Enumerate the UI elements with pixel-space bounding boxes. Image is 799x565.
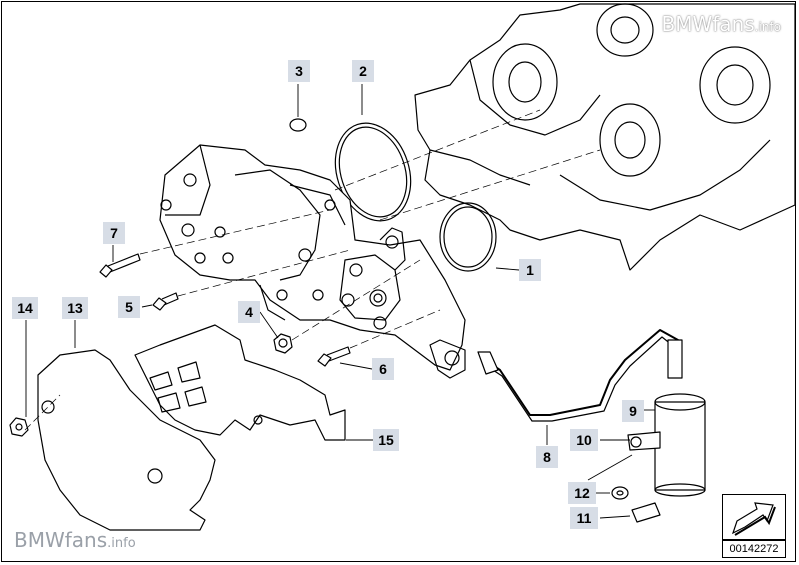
watermark-bottom-brand: BMWfans	[14, 528, 108, 552]
callout-1[interactable]: 1	[519, 259, 541, 281]
oil-pump-drawing	[159, 144, 466, 379]
watermark-bottom-suffix: .info	[107, 536, 136, 551]
nut-14	[9, 417, 29, 437]
next-arrow-button[interactable]	[722, 494, 786, 540]
callout-11[interactable]: 11	[570, 507, 598, 529]
bolt-5	[152, 292, 179, 311]
watermark-top-brand: BMWfans	[661, 12, 755, 36]
bolt-11	[631, 502, 661, 523]
o-ring-1	[439, 202, 497, 272]
o-ring-2	[334, 122, 412, 222]
callout-9[interactable]: 9	[622, 400, 644, 422]
callout-13[interactable]: 13	[62, 297, 88, 319]
callout-14[interactable]: 14	[12, 297, 38, 319]
callout-12[interactable]: 12	[568, 482, 596, 504]
next-arrow-icon	[731, 502, 776, 536]
nut-4	[273, 333, 293, 354]
oil-filter-9	[627, 393, 706, 497]
callout-6[interactable]: 6	[372, 358, 394, 380]
callout-10[interactable]: 10	[570, 429, 598, 451]
watermark-top: BMWfans.info	[662, 12, 781, 36]
heat-shield-13	[37, 349, 216, 531]
diagram-number: 00142272	[722, 540, 786, 558]
leader-lines	[25, 84, 655, 519]
washer-12	[611, 486, 629, 500]
callout-3[interactable]: 3	[288, 60, 310, 82]
assembly-lines	[24, 109, 601, 431]
engine-block-drawing	[414, 3, 796, 271]
callout-5[interactable]: 5	[118, 296, 140, 318]
seal-ring-3	[289, 118, 307, 132]
callout-4[interactable]: 4	[238, 301, 260, 323]
watermark-bottom: BMWfans.info	[14, 528, 136, 552]
callout-7[interactable]: 7	[103, 222, 125, 244]
bolt-7	[99, 253, 141, 278]
callout-2[interactable]: 2	[352, 60, 374, 82]
callout-8[interactable]: 8	[536, 446, 558, 468]
watermark-top-suffix: .info	[754, 20, 781, 34]
bracket-15	[134, 324, 346, 441]
callout-15[interactable]: 15	[373, 429, 399, 451]
oil-pipe-8	[484, 329, 679, 416]
bolt-6	[317, 346, 351, 367]
